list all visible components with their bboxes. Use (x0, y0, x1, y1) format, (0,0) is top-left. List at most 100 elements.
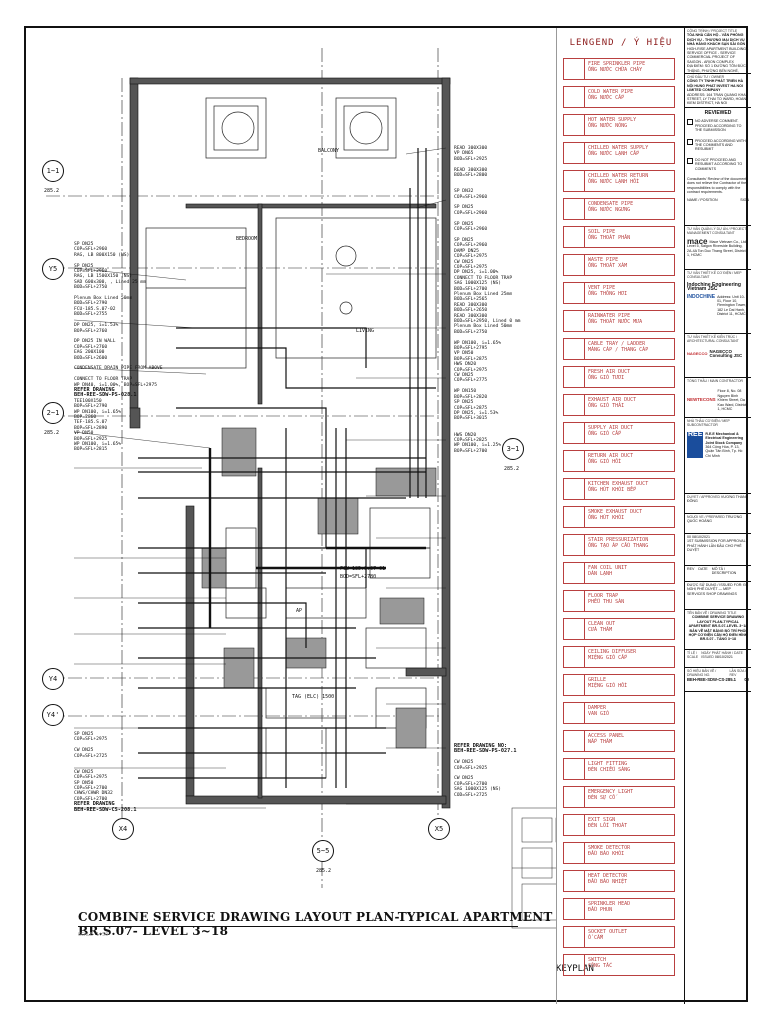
pm-row: mace Mace Vietnam Co., Ltd. (687, 236, 749, 246)
arch-cell: TƯ VẤN THIẾT KẾ KIẾN TRÚC / ARCHITECTURA… (685, 334, 751, 378)
project-name-en: HIGH-RISE APARTMENT BUILDING - SERVICE O… (687, 46, 749, 64)
tag-ap: AP (296, 608, 303, 614)
annotation-line: CONNECT TO FLOOR TRAP (74, 377, 133, 383)
sub-name: R.E.E Mechanical & Electrical Engineerin… (705, 431, 744, 445)
annotation-line: BEH-REE-SDW-PS-027.1 (454, 748, 517, 755)
title-block: CÔNG TRÌNH / PROJECT TITLE TÒA NHÀ CĂN H… (684, 28, 751, 1004)
rev-head-rev: REV (687, 567, 695, 571)
annotation-line: FCU-185.S.07-02 (74, 306, 116, 312)
sub-caption: NHÀ THẦU CƠ ĐIỆN / MEP SUBCONTRACTOR (687, 419, 730, 428)
grid-bubble-1-ref: 285.2 (44, 188, 60, 194)
annotation-line: SP DN25 (74, 242, 94, 247)
drawing-number-cell: SỐ HIỆU BẢN VẼ / DRAWING NO.LẦN SỬA / RE… (685, 668, 751, 692)
drawing-title-cell: TÊN BẢN VẼ / DRAWING TITLE COMBINE SERVI… (685, 610, 751, 650)
newtecons-logo: NEWTECONS (687, 397, 716, 403)
mc-caption: TỔNG THẦU / MAIN CONTRACTOR (687, 379, 744, 383)
right-annotations-lower: REFER DRAWING NO:BEH-REE-SDW-PS-027.1 CW… (454, 743, 517, 798)
grid-bubble-x4: X4 (112, 818, 134, 840)
name-caption: NAME / POSITION (687, 197, 718, 202)
annotation-line: COD=SFL+2725 (454, 792, 488, 798)
mace-logo: mace (687, 236, 708, 246)
annotation-line: COP=SFL+2775 (454, 378, 488, 384)
annotation-line: WP DN100, i=1.65% (454, 340, 502, 346)
annotation-line: WP DN100, i=1.25% (454, 443, 502, 449)
legend-label-en: SOIL PIPE (588, 229, 616, 235)
annotation-line: BOD=SFL+2600 (74, 355, 108, 361)
legend-label-en: CLEAN OUT (588, 621, 616, 627)
grid-bubble-y4: Y4 (42, 668, 64, 690)
legend-swatch (564, 339, 585, 359)
pm-cell: TƯ VẤN QUẢN LÝ DỰ ÁN / PROJECT MANAGEMEN… (685, 226, 751, 270)
annotation-line: REFER DRAWING NO: (454, 743, 508, 749)
fcu-tag-bod: BOD=SFL+2780 (340, 574, 377, 580)
room-label-bedroom: BEDROOM (236, 236, 258, 242)
annotation-line: SP DN25 (74, 263, 94, 269)
review-option-2-text: PROCEED ACCORDING WITH THE COMMENTS AND … (695, 138, 746, 152)
legend-swatch (564, 171, 585, 191)
checkbox-2[interactable] (687, 138, 693, 145)
annotation-line: BEH-REE-SDW-PS-028.1 (74, 392, 137, 399)
annotation-line: DAMP DN25 (454, 248, 479, 254)
legend-label-en: SMOKE DETECTOR (588, 845, 631, 851)
annotation-line: COP=SFL+2975 (454, 264, 488, 270)
project-location: ĐỊA ĐIỂM: SỐ 1 ĐƯỜNG TÔN ĐỨC THẮNG, PHƯỜ… (687, 64, 746, 73)
plan-title: COMBINE SERVICE DRAWING LAYOUT PLAN-TYPI… (78, 910, 553, 938)
pm-name: Mace Vietnam Co., Ltd. (709, 239, 747, 244)
main-contractor-cell: TỔNG THẦU / MAIN CONTRACTOR NEWTECONS Fl… (685, 378, 751, 418)
plan-title-underline (78, 926, 518, 927)
legend-swatch (564, 423, 585, 443)
rev-number: 00 (687, 535, 691, 539)
project-caption: CÔNG TRÌNH / PROJECT TITLE (687, 29, 738, 33)
approved-cell: DUYET / APPROVED VƯƠNG THANH ĐÔNG (685, 494, 751, 514)
legend-swatch (564, 787, 585, 807)
legend-swatch (564, 367, 585, 387)
legend-swatch (564, 143, 585, 163)
annotation-line: SAG 1000X125 (NS) (454, 787, 502, 793)
legend-swatch (564, 647, 585, 667)
legend-label-vi: ỐNG THOÁT NƯỚC MƯA (588, 319, 643, 325)
checkbox-3[interactable] (687, 157, 693, 164)
legend-swatch (564, 759, 585, 779)
legend-label-vi: PHỄU THU SÀN (588, 599, 625, 605)
annotation-line: SAD 600x300, , Lined 25 mm (74, 279, 146, 285)
annotation-line: BOD=SFL+2790 (74, 301, 108, 307)
annotation-line: COP=SFL+2960 (74, 269, 108, 275)
legend-label-vi: ỐNG THOÁT XÁM (588, 263, 628, 269)
grid-bubble-5: 5~5 (312, 840, 334, 862)
legend-swatch (564, 675, 585, 695)
annotation-line: SP DN25 (454, 221, 474, 227)
fcu-tag: FCU-185.S.07-01 (340, 566, 386, 572)
annotation-line: TEE100X150 (74, 398, 102, 404)
legend-swatch (564, 955, 585, 975)
legend-swatch (564, 731, 585, 751)
annotation-line: READ 300X300 (454, 167, 488, 173)
legend-label-en: CEILING DIFFUSER (588, 649, 637, 655)
annotation-line: BEH-REE-SDW-CS-208.1 (74, 806, 137, 813)
annotation-line: COP=SFL+2960 (454, 227, 488, 233)
checkbox-1[interactable] (687, 119, 693, 126)
legend-swatch (564, 619, 585, 639)
drawing-rev: 00 (744, 676, 749, 682)
legend-label-vi: ỐNG NƯỚC NÓNG (588, 123, 628, 129)
legend-swatch (564, 563, 585, 583)
annotation-line: Plenum Box Lined 50mm (74, 296, 133, 302)
legend-swatch (564, 227, 585, 247)
rev-head-date: DATE (698, 567, 708, 571)
